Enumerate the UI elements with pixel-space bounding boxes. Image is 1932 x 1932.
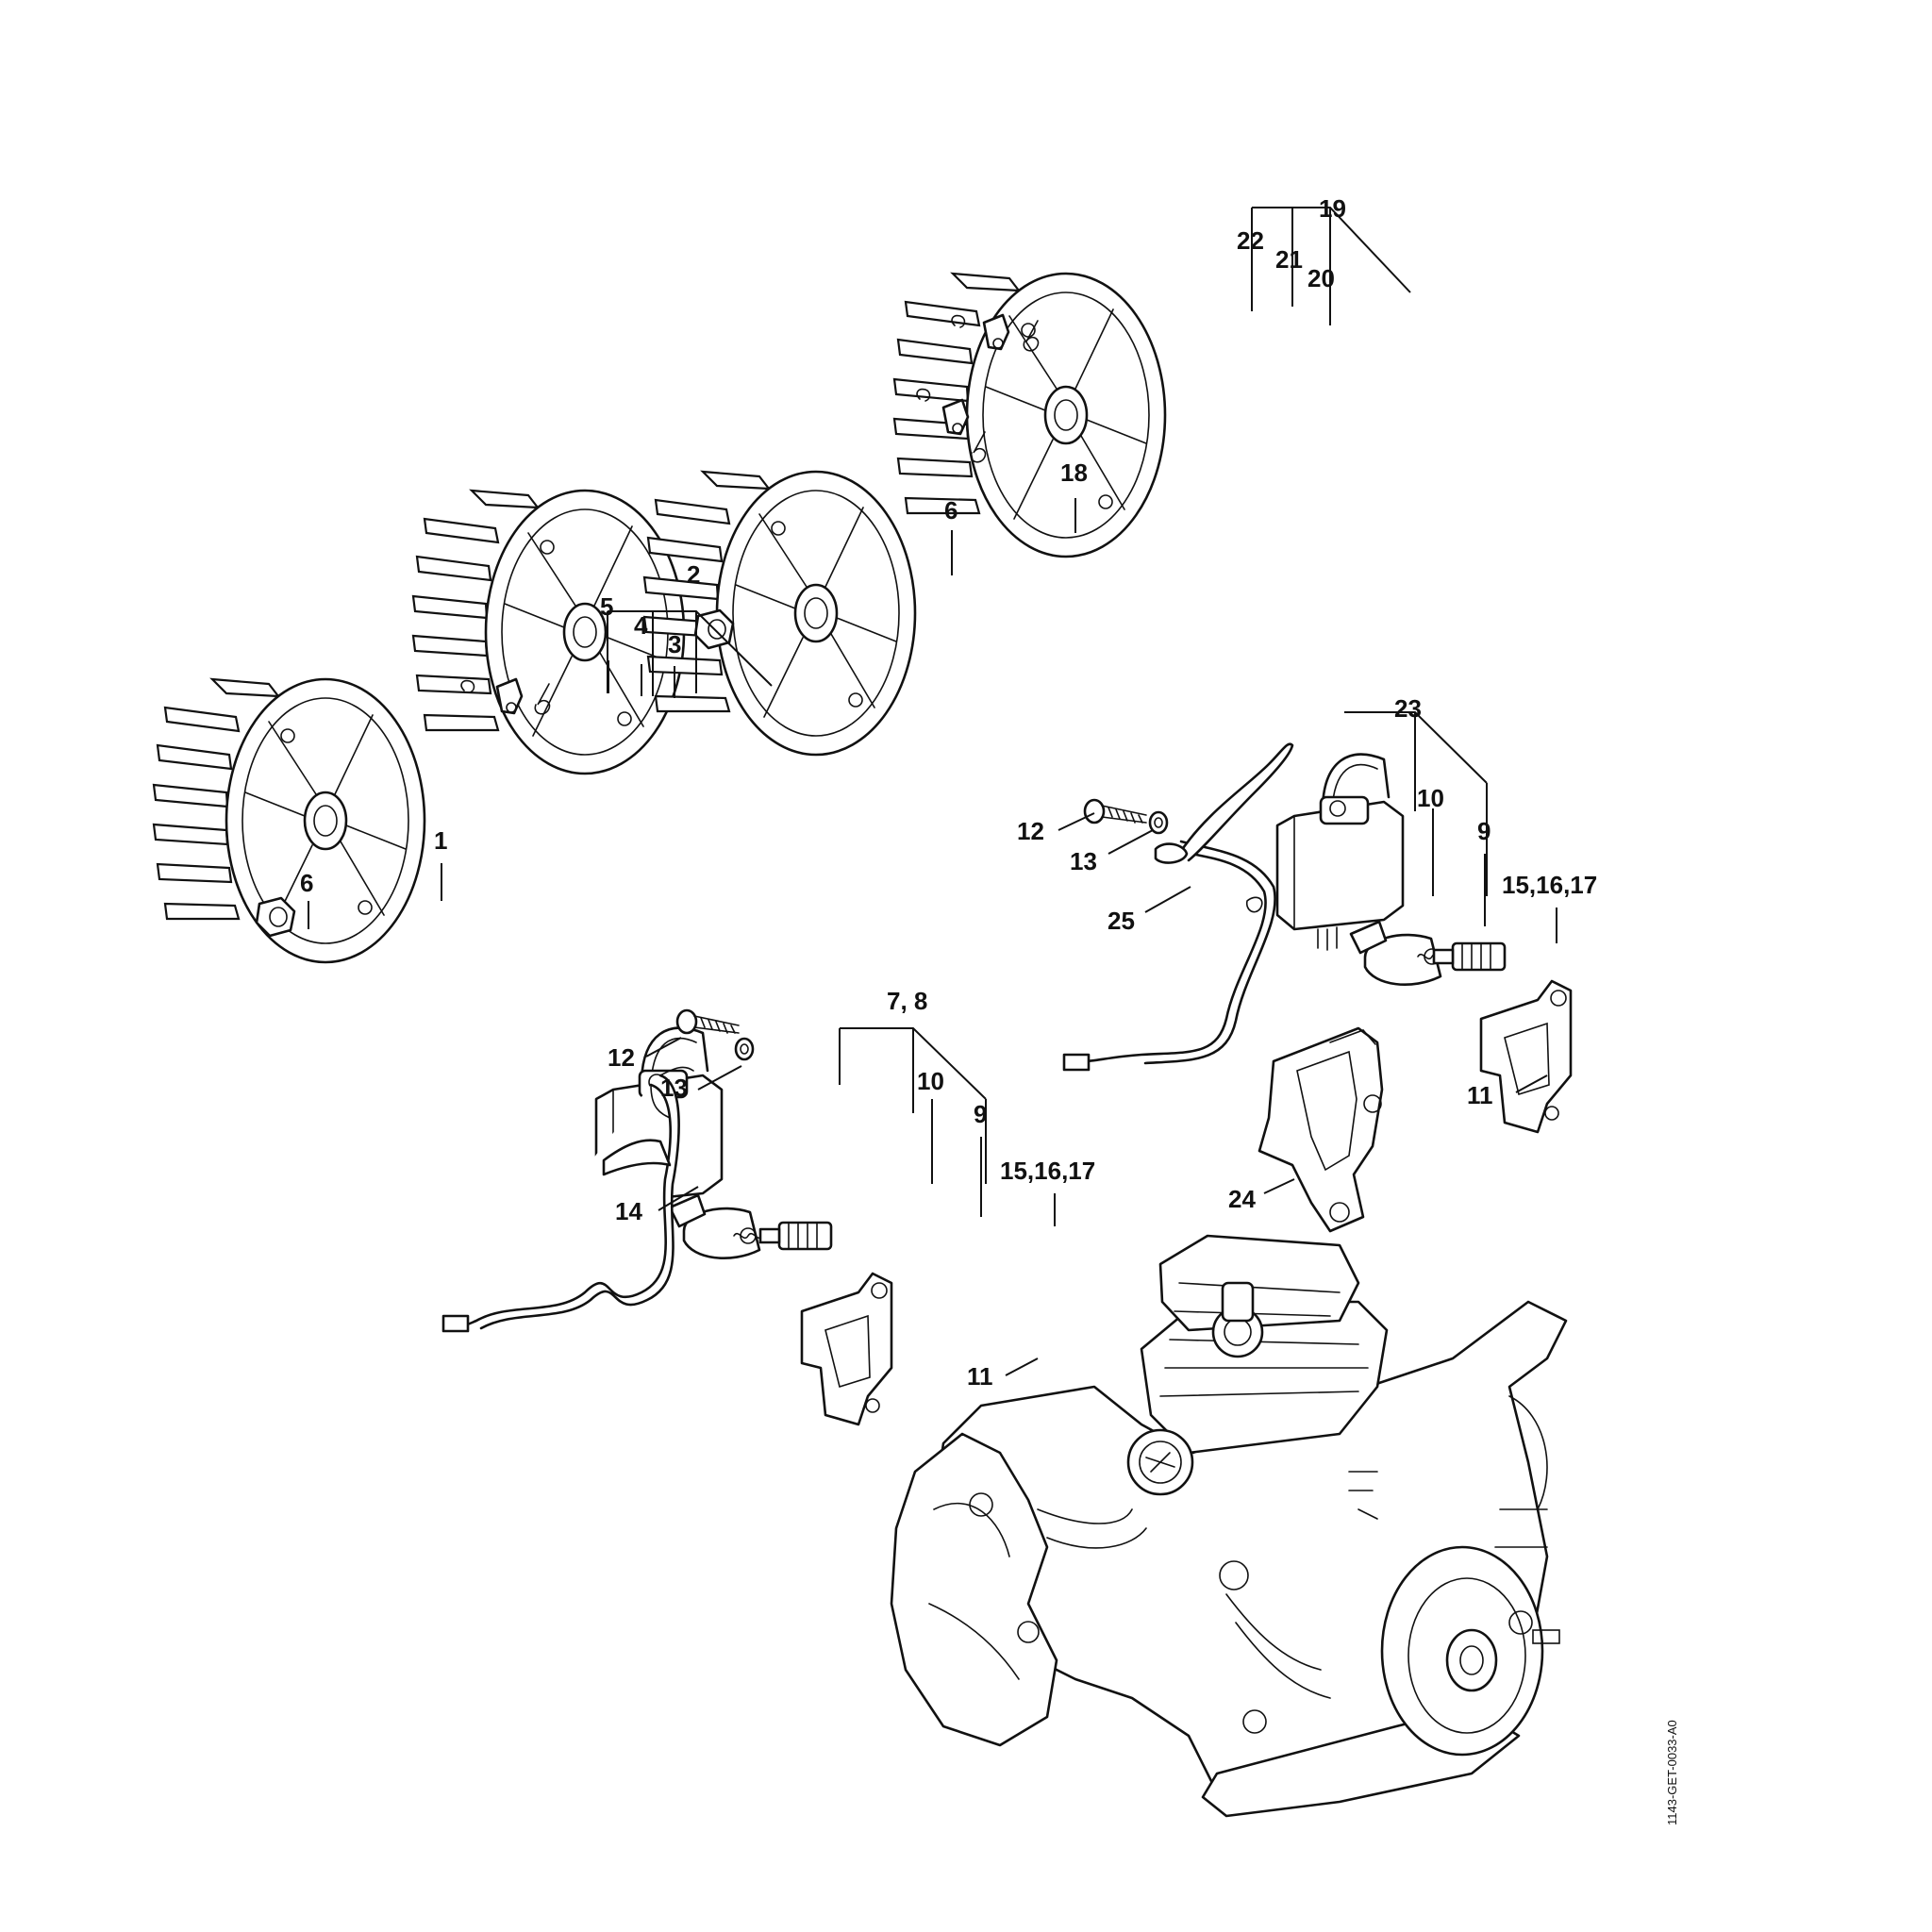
screw-12-lower [675, 1008, 741, 1035]
callout-24: 24 [1228, 1185, 1256, 1213]
leader-lines [308, 207, 1557, 1376]
callout-10-upper: 10 [1417, 784, 1444, 812]
callout-1: 1 [434, 826, 447, 855]
callout-14: 14 [615, 1197, 642, 1225]
flywheel-18 [642, 470, 917, 757]
bracket-11-upper [1479, 979, 1573, 1134]
callout-12-lower: 12 [608, 1043, 635, 1072]
cover-24 [1257, 1026, 1384, 1233]
ignition-module-23 [1275, 753, 1405, 952]
callout-19: 19 [1319, 194, 1346, 223]
callout-2: 2 [687, 560, 700, 589]
flywheel-19 [892, 272, 1167, 558]
callout-3: 3 [668, 630, 681, 658]
callout-6-left: 6 [300, 869, 313, 897]
wire-harness-14-loop [650, 1066, 694, 1119]
callout-11-lower: 11 [967, 1362, 993, 1391]
wire-harness-25 [1083, 840, 1276, 1065]
screw-12-upper [1083, 798, 1148, 824]
callout-20: 20 [1307, 264, 1335, 292]
engine-crankcase-assembly [890, 1234, 1568, 1818]
callouts: 1 6 2 5 4 3 6 18 19 22 21 20 23 10 9 15,… [300, 194, 1597, 1391]
drawing-code: 1143-GET-0033-A0 [1665, 1720, 1679, 1825]
callout-15-16-17-lower: 15,16,17 [1000, 1157, 1095, 1185]
callout-23: 23 [1394, 694, 1422, 723]
wire-harness-14-connector [602, 1139, 672, 1176]
callout-9-lower: 9 [974, 1100, 987, 1128]
bracket-11-lower [800, 1272, 893, 1426]
callout-4: 4 [634, 611, 648, 640]
callout-5: 5 [600, 592, 613, 621]
callout-13-lower: 13 [660, 1074, 688, 1102]
terminal-15-16-17-lower [758, 1221, 833, 1251]
callout-18: 18 [1060, 458, 1088, 487]
callout-22: 22 [1237, 226, 1264, 255]
callout-9-upper: 9 [1477, 817, 1491, 845]
callout-7-8: 7, 8 [887, 987, 927, 1015]
spark-plug-boot-10-lower [668, 1193, 761, 1260]
wire-harness-25-terminal [1062, 1053, 1091, 1072]
wire-harness-25-upper-branch [1177, 742, 1294, 862]
callout-12-upper: 12 [1017, 817, 1044, 845]
wire-harness-14-terminal [441, 1314, 470, 1333]
wire-harness-14 [460, 1074, 680, 1330]
callout-13-upper: 13 [1070, 847, 1097, 875]
callout-6-top: 6 [944, 496, 958, 525]
wire-harness-25-clamp [1154, 842, 1189, 864]
callout-21: 21 [1275, 245, 1303, 274]
callout-25: 25 [1108, 907, 1135, 935]
terminal-15-16-17-upper [1432, 941, 1507, 972]
spark-plug-boot-10-upper [1349, 920, 1442, 987]
wire-harness-25-eye [1245, 896, 1263, 913]
washer-13-lower [734, 1037, 755, 1061]
callout-11-upper: 11 [1467, 1081, 1493, 1109]
callout-10-lower: 10 [917, 1067, 944, 1095]
callout-15-16-17-upper: 15,16,17 [1502, 871, 1597, 899]
